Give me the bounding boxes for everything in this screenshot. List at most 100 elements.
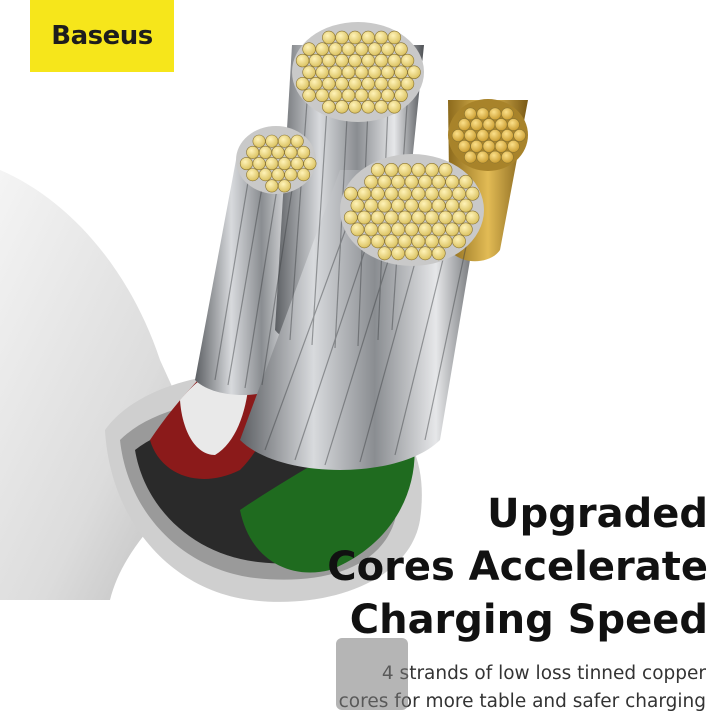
strand-dot-top [328, 65, 343, 79]
strand-dot-gold [507, 140, 520, 153]
description: 4 strands of low loss tinned copper core… [246, 660, 706, 716]
strand-dot-front [431, 222, 446, 237]
strand-dot-front [438, 162, 453, 177]
strand-dot-front [424, 186, 439, 201]
strand-dot-top [381, 88, 395, 103]
strand-dot-gold [482, 118, 496, 131]
strand-dot-gold [488, 129, 502, 142]
strand-dot-top [387, 100, 402, 114]
strand-dot-front [377, 198, 392, 213]
strand-dot-front [343, 210, 358, 225]
strand-dot-front [431, 246, 446, 261]
strand-dot-front [411, 162, 426, 177]
strand-dot-gold [476, 129, 490, 142]
headline: Upgraded Cores Accelerate Charging Speed [288, 488, 708, 647]
strand-dot-front [418, 246, 433, 261]
strand-dot-front [350, 222, 365, 237]
strand-dot-top [295, 53, 310, 68]
strand-dot-left [284, 168, 298, 182]
strand-dot-top [381, 42, 395, 56]
strand-dot-gold [501, 107, 514, 121]
strand-dot-top [335, 30, 349, 45]
strand-dot-top [302, 88, 316, 103]
strand-dot-top [354, 88, 369, 103]
strand-dot-front [404, 174, 419, 189]
strand-dot-gold [501, 150, 514, 164]
strand-dot-top [348, 100, 362, 114]
strand-dot-front [424, 210, 439, 225]
strand-dot-front [465, 186, 480, 201]
strand-dot-front [391, 246, 405, 261]
strand-dot-front [452, 210, 466, 225]
strand-dot-front [438, 234, 453, 249]
strand-dot-front [445, 198, 460, 213]
strand-dot-front [397, 186, 412, 201]
strand-dot-left [271, 168, 285, 182]
strand-dot-gold [457, 118, 471, 131]
headline-line-2: Cores Accelerate [327, 544, 708, 590]
description-line-2: cores for more table and safer charging [338, 691, 706, 712]
strand-dot-gold [494, 140, 508, 153]
strand-dot-front [391, 174, 405, 189]
strand-dot-top [335, 100, 349, 114]
strand-dot-top [328, 88, 343, 103]
strand-dot-left [246, 168, 260, 182]
strand-dot-gold [451, 129, 465, 142]
strand-dot-top [394, 88, 408, 103]
strand-dot-top [368, 65, 382, 79]
strand-dot-front [384, 210, 399, 225]
strand-dot-front [370, 234, 385, 249]
video-play-button[interactable] [336, 638, 408, 710]
strand-dot-front [391, 198, 405, 213]
strand-dot-front [391, 222, 405, 237]
strand-dot-front [438, 210, 453, 225]
strand-dot-top [394, 65, 408, 79]
strand-dot-front [364, 174, 378, 189]
strand-dot-front [424, 162, 439, 177]
strand-dot-top [400, 76, 415, 91]
strand-dot-gold [501, 129, 514, 142]
strand-dot-top [341, 42, 356, 56]
strand-dot-top [387, 53, 402, 68]
strand-dot-front [458, 222, 473, 237]
strand-dot-gold [507, 118, 520, 131]
strand-dot-top [361, 53, 375, 68]
strand-dot-front [424, 234, 439, 249]
strand-dot-top [407, 65, 421, 79]
strand-dot-left [246, 145, 260, 159]
strand-dot-left [252, 134, 266, 148]
strand-dot-top [361, 76, 375, 91]
strand-dot-left [303, 157, 317, 171]
strand-dot-left [277, 179, 291, 193]
strand-dot-left [258, 145, 272, 159]
strand-dot-front [397, 210, 412, 225]
strand-dot-gold [488, 150, 502, 164]
strand-dot-top [381, 65, 395, 79]
strand-dot-top [335, 53, 349, 68]
strand-dot-left [277, 157, 291, 171]
strand-dot-front [431, 174, 446, 189]
strand-dot-front [357, 210, 372, 225]
strand-dot-front [438, 186, 453, 201]
strand-dot-left [265, 179, 279, 193]
strand-dot-front [364, 198, 378, 213]
strand-dot-top [387, 30, 402, 45]
strand-dot-top [374, 76, 388, 91]
strand-dot-front [377, 246, 392, 261]
strand-dot-top [354, 65, 369, 79]
description-line-1: 4 strands of low loss tinned copper [381, 663, 706, 684]
strand-dot-front [397, 162, 412, 177]
strand-dot-gold [470, 118, 483, 131]
strand-dot-top [295, 76, 310, 91]
strand-dot-top [361, 30, 375, 45]
strand-dot-top [348, 30, 362, 45]
strand-dot-top [368, 42, 382, 56]
strand-dot-front [377, 174, 392, 189]
strand-dot-gold [470, 140, 483, 153]
strand-dot-gold [476, 107, 490, 121]
strand-dot-top [322, 53, 336, 68]
strand-dot-top [315, 88, 329, 103]
strand-dot-top [400, 53, 415, 68]
strand-dot-front [445, 174, 460, 189]
